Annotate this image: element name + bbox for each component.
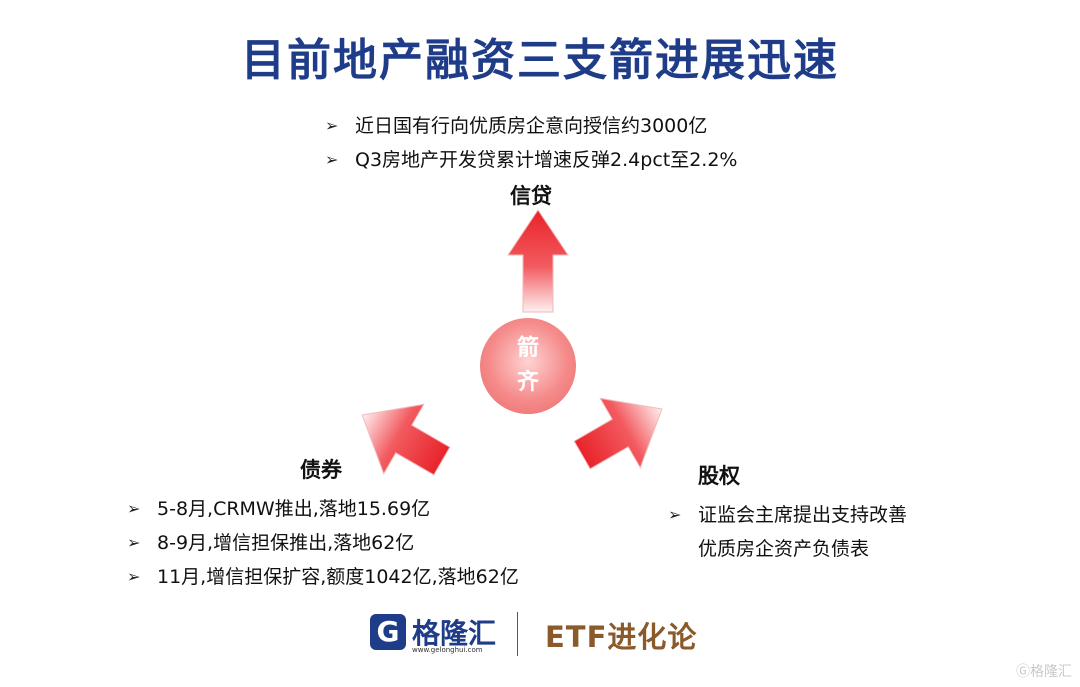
hub-text-line1: 箭 (516, 336, 539, 361)
bullet-text: 5-8月,CRMW推出,落地15.69亿 (157, 498, 431, 520)
credit-label: 信贷 (510, 184, 552, 208)
list-item: ➢ Q3房地产开发贷累计增速反弹2.4pct至2.2% (325, 143, 738, 177)
logo-name: 格隆汇 (412, 617, 497, 650)
bullet-arrow-icon: ➢ (668, 505, 682, 524)
bond-bullet-list: ➢ 5-8月,CRMW推出,落地15.69亿 ➢ 8-9月,增信担保推出,落地62亿… (127, 492, 519, 594)
bullet-arrow-icon: ➢ (325, 150, 339, 169)
bullet-text: 11月,增信担保扩容,额度1042亿,落地62亿 (157, 566, 519, 588)
equity-label: 股权 (698, 464, 740, 488)
bullet-text: 证监会主席提出支持改善 (698, 504, 908, 526)
center-hub: 箭 齐 (480, 318, 576, 414)
down-right-arrow-icon (573, 397, 663, 470)
bullet-arrow-icon: ➢ (127, 533, 141, 552)
up-arrow-icon (507, 209, 569, 313)
equity-bullet-list: ➢ 证监会主席提出支持改善 优质房企资产负债表 (668, 498, 907, 566)
hub-text-line2: 齐 (516, 370, 539, 395)
logo-url: www.gelonghui.com (412, 646, 483, 654)
list-item: ➢ 证监会主席提出支持改善 (668, 498, 907, 532)
bullet-text-continuation: 优质房企资产负债表 (698, 538, 870, 560)
bullet-text: 近日国有行向优质房企意向授信约3000亿 (355, 115, 708, 137)
bullet-text: 8-9月,增信担保推出,落地62亿 (157, 532, 415, 554)
bullet-arrow-icon: ➢ (127, 499, 141, 518)
bond-label: 债券 (300, 458, 342, 482)
down-left-arrow-icon (361, 403, 451, 476)
footer-divider (517, 612, 518, 656)
watermark: Ⓖ格隆汇 (1016, 664, 1072, 680)
list-item: ➢ 近日国有行向优质房企意向授信约3000亿 (325, 109, 738, 143)
etf-brand: ETF进化论 (545, 620, 698, 654)
credit-bullet-list: ➢ 近日国有行向优质房企意向授信约3000亿 ➢ Q3房地产开发贷累计增速反弹2.4… (325, 109, 738, 177)
bullet-text: Q3房地产开发贷累计增速反弹2.4pct至2.2% (355, 149, 738, 171)
bullet-arrow-icon: ➢ (127, 567, 141, 586)
list-item: ➢ 11月,增信担保扩容,额度1042亿,落地62亿 (127, 560, 519, 594)
list-item: ➢ 5-8月,CRMW推出,落地15.69亿 (127, 492, 519, 526)
page-title: 目前地产融资三支箭进展迅速 (241, 35, 839, 86)
list-item: ➢ 8-9月,增信担保推出,落地62亿 (127, 526, 519, 560)
gelonghui-g-icon: G (370, 614, 406, 650)
bullet-arrow-icon: ➢ (325, 116, 339, 135)
